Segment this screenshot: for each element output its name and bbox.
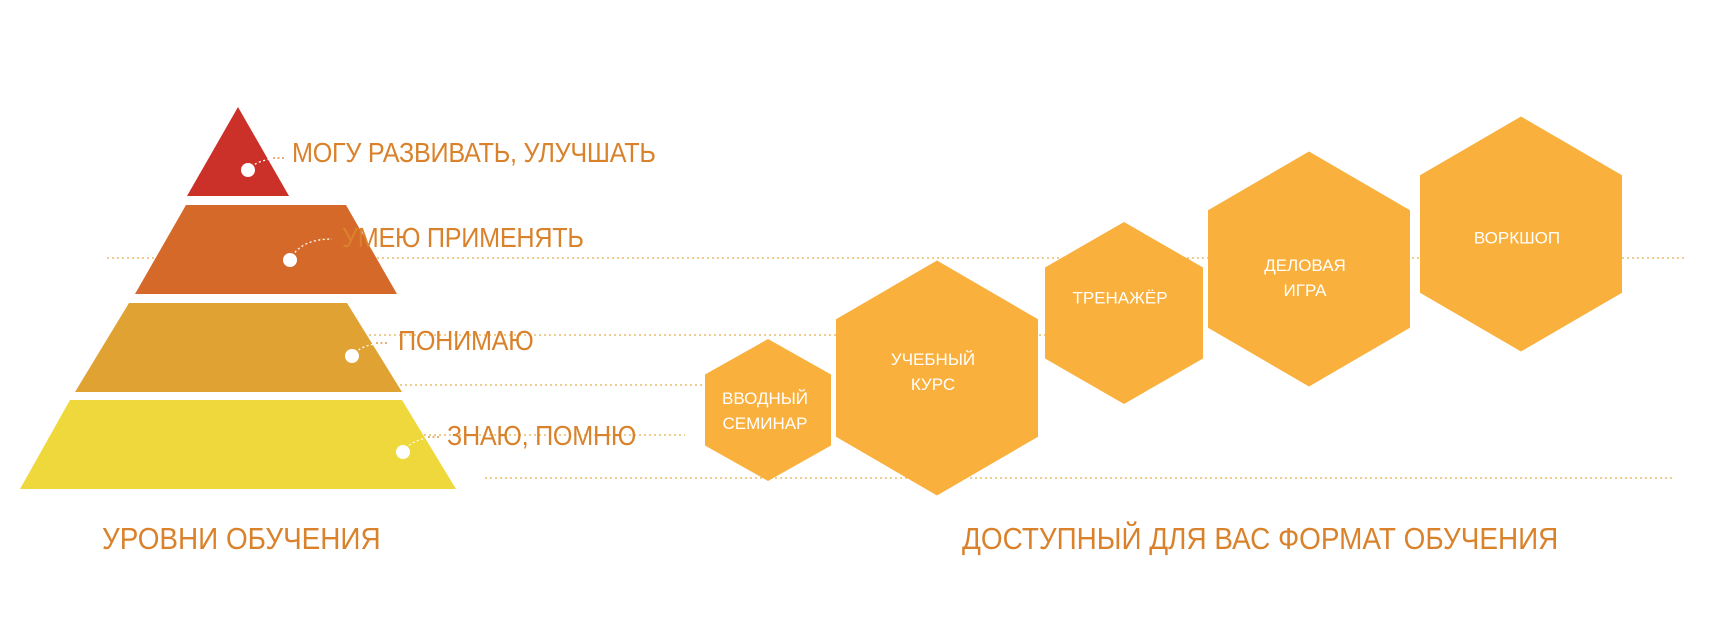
level-label-improve: МОГУ РАЗВИВАТЬ, УЛУЧШАТЬ (292, 137, 656, 168)
hex-label-line: КУРС (910, 375, 956, 394)
hex-label-business-game: ДЕЛОВАЯ ИГРА (1264, 253, 1346, 303)
hex-label-line: ДЕЛОВАЯ (1264, 256, 1346, 275)
connector-dot (345, 349, 359, 363)
pyramid-band-understand (75, 303, 402, 392)
connector-dot (396, 445, 410, 459)
hex-workshop (1420, 116, 1622, 352)
hex-label-line: УЧЕБНЫЙ (890, 350, 976, 369)
hex-label-line: ВОРКШОП (1473, 228, 1561, 248)
connector-dot (283, 253, 297, 267)
hex-label-simulator: ТРЕНАЖЁР (1072, 286, 1167, 311)
hex-label-line: СЕМИНАР (722, 414, 808, 433)
pyramid-band-improve (187, 107, 289, 196)
connector-dot (241, 163, 255, 177)
hex-business-game (1208, 151, 1410, 387)
connector-line (402, 436, 441, 453)
hex-study-course (836, 260, 1038, 496)
hex-label-workshop: ВОРКШОП (1474, 226, 1560, 251)
hex-label-line: ИГРА (1283, 281, 1327, 300)
pyramid-band-know (20, 400, 456, 489)
level-label-know: ЗНАЮ, ПОМНЮ (447, 420, 637, 451)
pyramid-band-apply (135, 205, 397, 294)
formats-caption: ДОСТУПНЫЙ ДЛЯ ВАС ФОРМАТ ОБУЧЕНИЯ (962, 521, 1559, 556)
hex-label-line: ТРЕНАЖЁР (1072, 288, 1168, 308)
hex-label-study-course: УЧЕБНЫЙ КУРС (891, 347, 975, 397)
hex-label-line: ВВОДНЫЙ (721, 389, 809, 408)
hex-label-intro-seminar: ВВОДНЫЙ СЕМИНАР (722, 386, 808, 436)
hex-intro-seminar (705, 339, 831, 481)
level-label-apply: УМЕЮ ПРИМЕНЯТЬ (342, 222, 584, 253)
hex-simulator (1045, 222, 1203, 404)
level-label-understand: ПОНИМАЮ (398, 325, 534, 356)
pyramid-caption: УРОВНИ ОБУЧЕНИЯ (102, 521, 381, 556)
